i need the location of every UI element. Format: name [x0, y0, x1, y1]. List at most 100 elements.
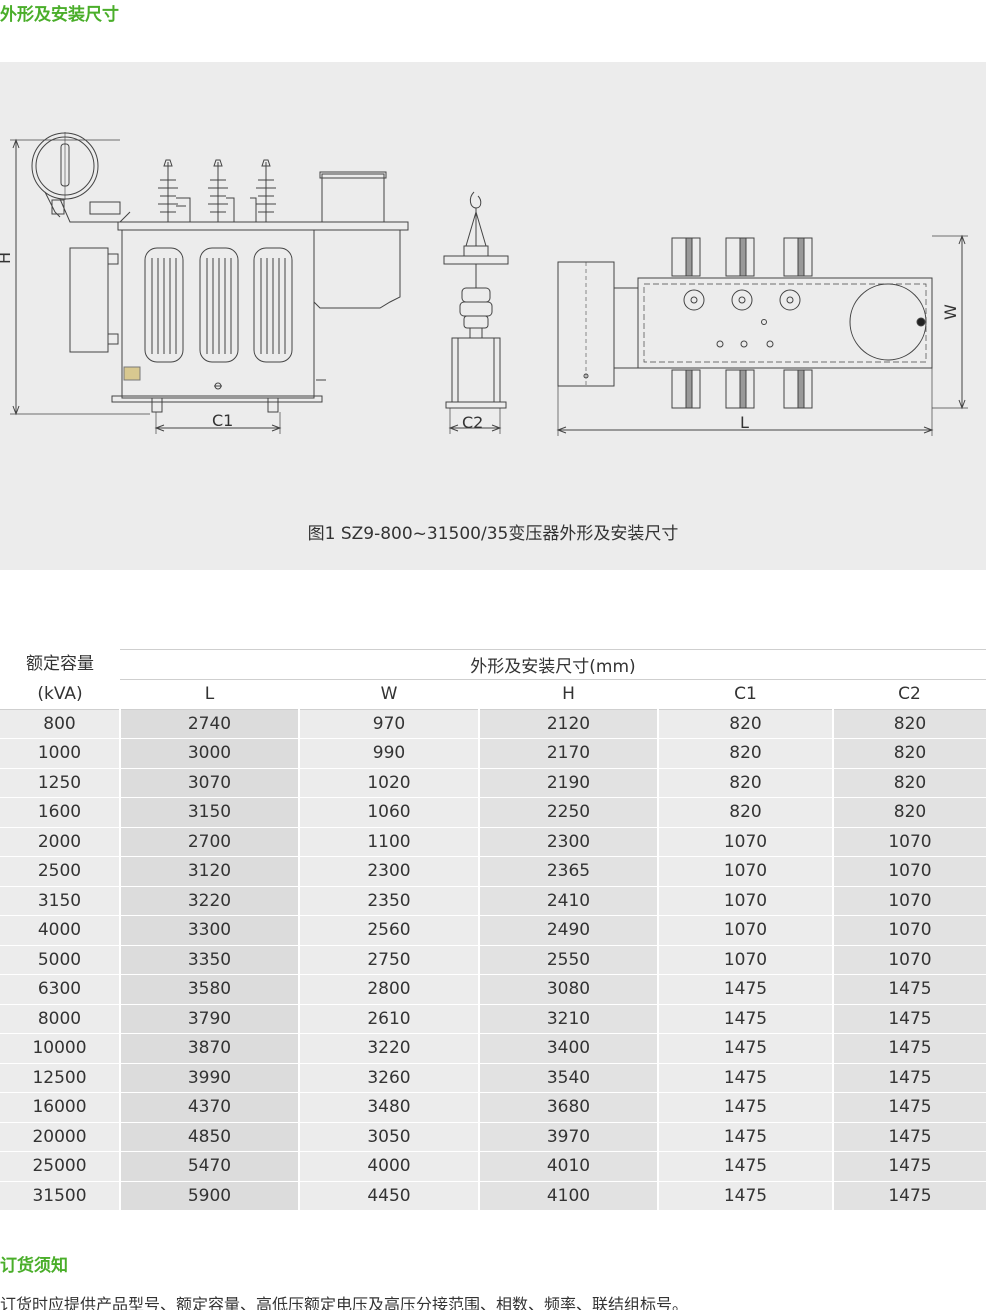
dimension-cell: 2610 — [299, 1004, 480, 1034]
dimension-cell: 3480 — [299, 1092, 480, 1123]
capacity-cell: 25000 — [0, 1151, 121, 1182]
dimension-cell: 2410 — [479, 886, 659, 916]
dimension-cell: 1475 — [833, 1122, 986, 1152]
capacity-cell: 800 — [0, 709, 121, 739]
dimension-cell: 2250 — [479, 797, 659, 828]
dimension-cell: 3220 — [299, 1033, 480, 1064]
dimension-cell: 2190 — [479, 768, 659, 798]
column-header-c1: C1 — [658, 679, 833, 710]
dimension-cell: 1020 — [299, 768, 480, 798]
dimension-cell: 4000 — [299, 1151, 480, 1182]
capacity-cell: 20000 — [0, 1122, 121, 1152]
capacity-cell: 6300 — [0, 974, 121, 1005]
dimension-cell: 820 — [833, 797, 986, 828]
dimension-cell: 3970 — [479, 1122, 659, 1152]
dimension-cell: 2490 — [479, 915, 659, 946]
capacity-cell: 8000 — [0, 1004, 121, 1034]
dimension-cell: 4100 — [479, 1181, 659, 1211]
dim-label-l: L — [740, 413, 749, 432]
capacity-cell: 2500 — [0, 856, 121, 887]
dimension-cell: 2560 — [299, 915, 480, 946]
dimension-cell: 3000 — [120, 738, 300, 769]
dimension-drawing-panel: H C1 C2 — [0, 62, 986, 570]
dimension-cell: 3870 — [120, 1033, 300, 1064]
dimension-cell: 1475 — [658, 1063, 834, 1093]
dimension-cell: 5900 — [120, 1181, 300, 1211]
dimension-cell: 1475 — [658, 974, 834, 1005]
dimension-cell: 2550 — [479, 945, 659, 975]
capacity-cell: 2000 — [0, 827, 121, 857]
dimension-cell: 3120 — [120, 856, 300, 887]
dimension-cell: 1475 — [833, 1181, 986, 1211]
column-header-c2: C2 — [833, 679, 986, 710]
side-view — [443, 191, 509, 434]
dimension-cell: 1475 — [658, 1122, 834, 1152]
ordering-note: 订货时应提供产品型号、额定容量、高低压额定电压及高压分接范围、相数、频率、联结组… — [0, 1295, 689, 1310]
dimension-cell: 2365 — [479, 856, 659, 887]
dimension-cell: 820 — [833, 738, 986, 769]
dimension-cell: 4450 — [299, 1181, 480, 1211]
dimension-cell: 1070 — [658, 886, 834, 916]
capacity-cell: 1000 — [0, 738, 121, 769]
dimension-cell: 3220 — [120, 886, 300, 916]
dim-label-c1: C1 — [212, 411, 233, 430]
capacity-cell: 1250 — [0, 768, 121, 798]
dimension-cell: 2800 — [299, 974, 480, 1005]
dimension-cell: 820 — [833, 768, 986, 798]
capacity-cell: 16000 — [0, 1092, 121, 1123]
capacity-cell: 12500 — [0, 1063, 121, 1093]
dimension-cell: 4010 — [479, 1151, 659, 1182]
dimension-cell: 2350 — [299, 886, 480, 916]
column-header-w: W — [299, 679, 479, 710]
dimension-cell: 3990 — [120, 1063, 300, 1093]
dimension-cell: 2120 — [479, 709, 659, 739]
dimension-cell: 2740 — [120, 709, 300, 739]
dimension-cell: 3350 — [120, 945, 300, 975]
dimension-cell: 1475 — [833, 1092, 986, 1123]
dimension-cell: 1475 — [833, 1033, 986, 1064]
dim-label-w: W — [941, 304, 960, 320]
header-capacity-line2: (kVA) — [0, 679, 120, 710]
dimension-cell: 1070 — [833, 886, 986, 916]
header-dimension-group: 外形及安装尺寸(mm) — [120, 649, 986, 680]
dimension-cell: 1475 — [658, 1181, 834, 1211]
dim-label-h: H — [0, 252, 14, 264]
dimension-cell: 1070 — [658, 827, 834, 857]
dimension-cell: 1060 — [299, 797, 480, 828]
dimension-cell: 3680 — [479, 1092, 659, 1123]
dimension-cell: 3790 — [120, 1004, 300, 1034]
dimension-cell: 2300 — [479, 827, 659, 857]
header-capacity-line1: 额定容量 — [0, 649, 120, 680]
dimension-cell: 970 — [299, 709, 480, 739]
dimension-cell: 3540 — [479, 1063, 659, 1093]
column-header-h: H — [479, 679, 658, 710]
dimension-cell: 1475 — [658, 1033, 834, 1064]
dimension-cell: 2750 — [299, 945, 480, 975]
dimension-cell: 3210 — [479, 1004, 659, 1034]
dimension-cell: 2170 — [479, 738, 659, 769]
column-header-l: L — [120, 679, 299, 710]
dimension-cell: 3300 — [120, 915, 300, 946]
capacity-cell: 4000 — [0, 915, 121, 946]
dimension-cell: 1070 — [658, 856, 834, 887]
dimension-cell: 820 — [658, 768, 834, 798]
capacity-cell: 5000 — [0, 945, 121, 975]
dimension-cell: 1070 — [833, 945, 986, 975]
section-title-ordering: 订货须知 — [0, 1256, 68, 1276]
dimension-cell: 1070 — [658, 945, 834, 975]
capacity-cell: 10000 — [0, 1033, 121, 1064]
dimension-cell: 990 — [299, 738, 480, 769]
dimension-cell: 5470 — [120, 1151, 300, 1182]
dimension-cell: 1070 — [833, 856, 986, 887]
